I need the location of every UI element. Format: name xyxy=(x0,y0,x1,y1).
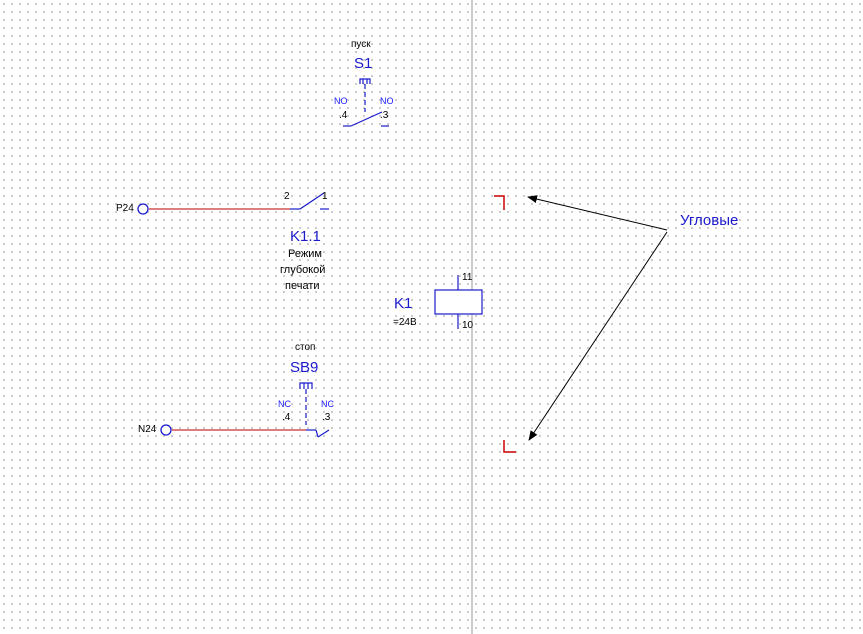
switch-sb9-left-type: NC xyxy=(278,399,291,409)
n24-terminal-circle[interactable] xyxy=(160,424,172,436)
relay-k1-coil[interactable] xyxy=(434,275,483,329)
contact-k11-purpose-line-2: глубокой xyxy=(280,264,326,276)
relay-k1-pin-bottom: 10 xyxy=(462,320,474,331)
corner-marker-bottom[interactable] xyxy=(503,440,516,453)
p24-terminal-circle[interactable] xyxy=(137,203,149,215)
switch-s1-symbol[interactable] xyxy=(343,78,389,127)
relay-k1-pin-top: 11 xyxy=(462,272,473,283)
switch-sb9-right-type: NC xyxy=(321,399,334,409)
switch-sb9-left-terminal: .4 xyxy=(282,412,291,423)
switch-s1-left-type: NO xyxy=(334,96,348,106)
switch-sb9-designation[interactable]: SB9 xyxy=(290,359,319,376)
corner-marker-top[interactable] xyxy=(494,195,505,210)
relay-k1-designation[interactable]: K1 xyxy=(394,295,413,312)
contact-k11-pin-left: 2 xyxy=(284,191,290,202)
switch-sb9-symbol[interactable] xyxy=(299,382,330,438)
contact-k11-purpose-line-1: Режим xyxy=(288,248,322,260)
n24-terminal-label: N24 xyxy=(138,424,157,435)
switch-s1-right-type: NO xyxy=(380,96,394,106)
switch-s1-left-terminal: .4 xyxy=(339,110,348,121)
p24-terminal-label: P24 xyxy=(116,203,134,214)
callout-arrow-top xyxy=(527,195,668,231)
switch-sb9-right-terminal: .3 xyxy=(322,412,331,423)
callout-label: Угловые xyxy=(680,212,739,229)
contact-k11-pin-right: 1 xyxy=(322,191,328,202)
contact-k11-designation[interactable]: K1.1 xyxy=(290,228,321,245)
contact-k11-symbol[interactable] xyxy=(290,192,329,210)
switch-s1-right-terminal: .3 xyxy=(380,110,389,121)
contact-k11-purpose-line-3: печати xyxy=(285,280,320,292)
switch-s1-designation[interactable]: S1 xyxy=(354,55,373,72)
relay-k1-voltage: =24В xyxy=(393,317,417,328)
switch-s1-purpose: пуск xyxy=(351,39,371,50)
callout-arrow-bottom xyxy=(528,231,668,441)
switch-sb9-purpose: стоп xyxy=(295,342,316,353)
